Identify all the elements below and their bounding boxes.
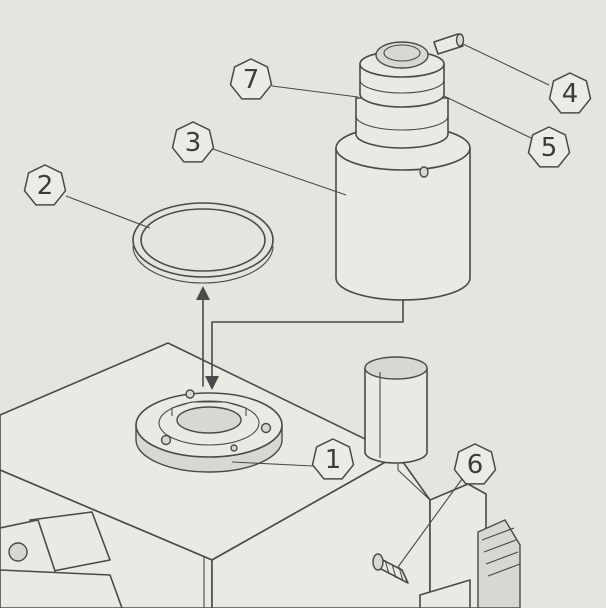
callout-badge xyxy=(453,443,497,485)
side-assembly xyxy=(419,483,521,608)
callout-3: 3 xyxy=(171,121,215,163)
camera-mount-flange xyxy=(135,389,283,473)
leader-lines xyxy=(65,43,550,568)
eyepiece-tube xyxy=(364,356,428,464)
callout-number: 3 xyxy=(185,128,202,158)
o-ring xyxy=(132,202,274,284)
callout-badge xyxy=(23,164,67,206)
c-mount-adapter xyxy=(335,33,471,301)
arrow-head-up xyxy=(196,286,210,300)
callout-number: 6 xyxy=(467,450,484,480)
callout-badge xyxy=(229,58,273,100)
set-screw xyxy=(372,553,409,584)
assembly-arrows xyxy=(196,286,404,390)
callout-5: 5 xyxy=(527,126,571,168)
callout-number: 2 xyxy=(37,171,54,201)
callout-badge xyxy=(548,72,592,114)
callout-7: 7 xyxy=(229,58,273,100)
callout-4: 4 xyxy=(548,72,592,114)
callout-badge xyxy=(527,126,571,168)
callout-6: 6 xyxy=(453,443,497,485)
callout-number: 5 xyxy=(541,133,558,163)
focus-knobs xyxy=(0,511,123,608)
callout-number: 1 xyxy=(325,445,342,475)
callout-1: 1 xyxy=(311,438,355,480)
callout-number: 4 xyxy=(562,79,579,109)
callout-number: 7 xyxy=(243,65,260,95)
arrow-head-down xyxy=(205,376,219,390)
callout-badge xyxy=(171,121,215,163)
callout-badge xyxy=(311,438,355,480)
callout-2: 2 xyxy=(23,164,67,206)
